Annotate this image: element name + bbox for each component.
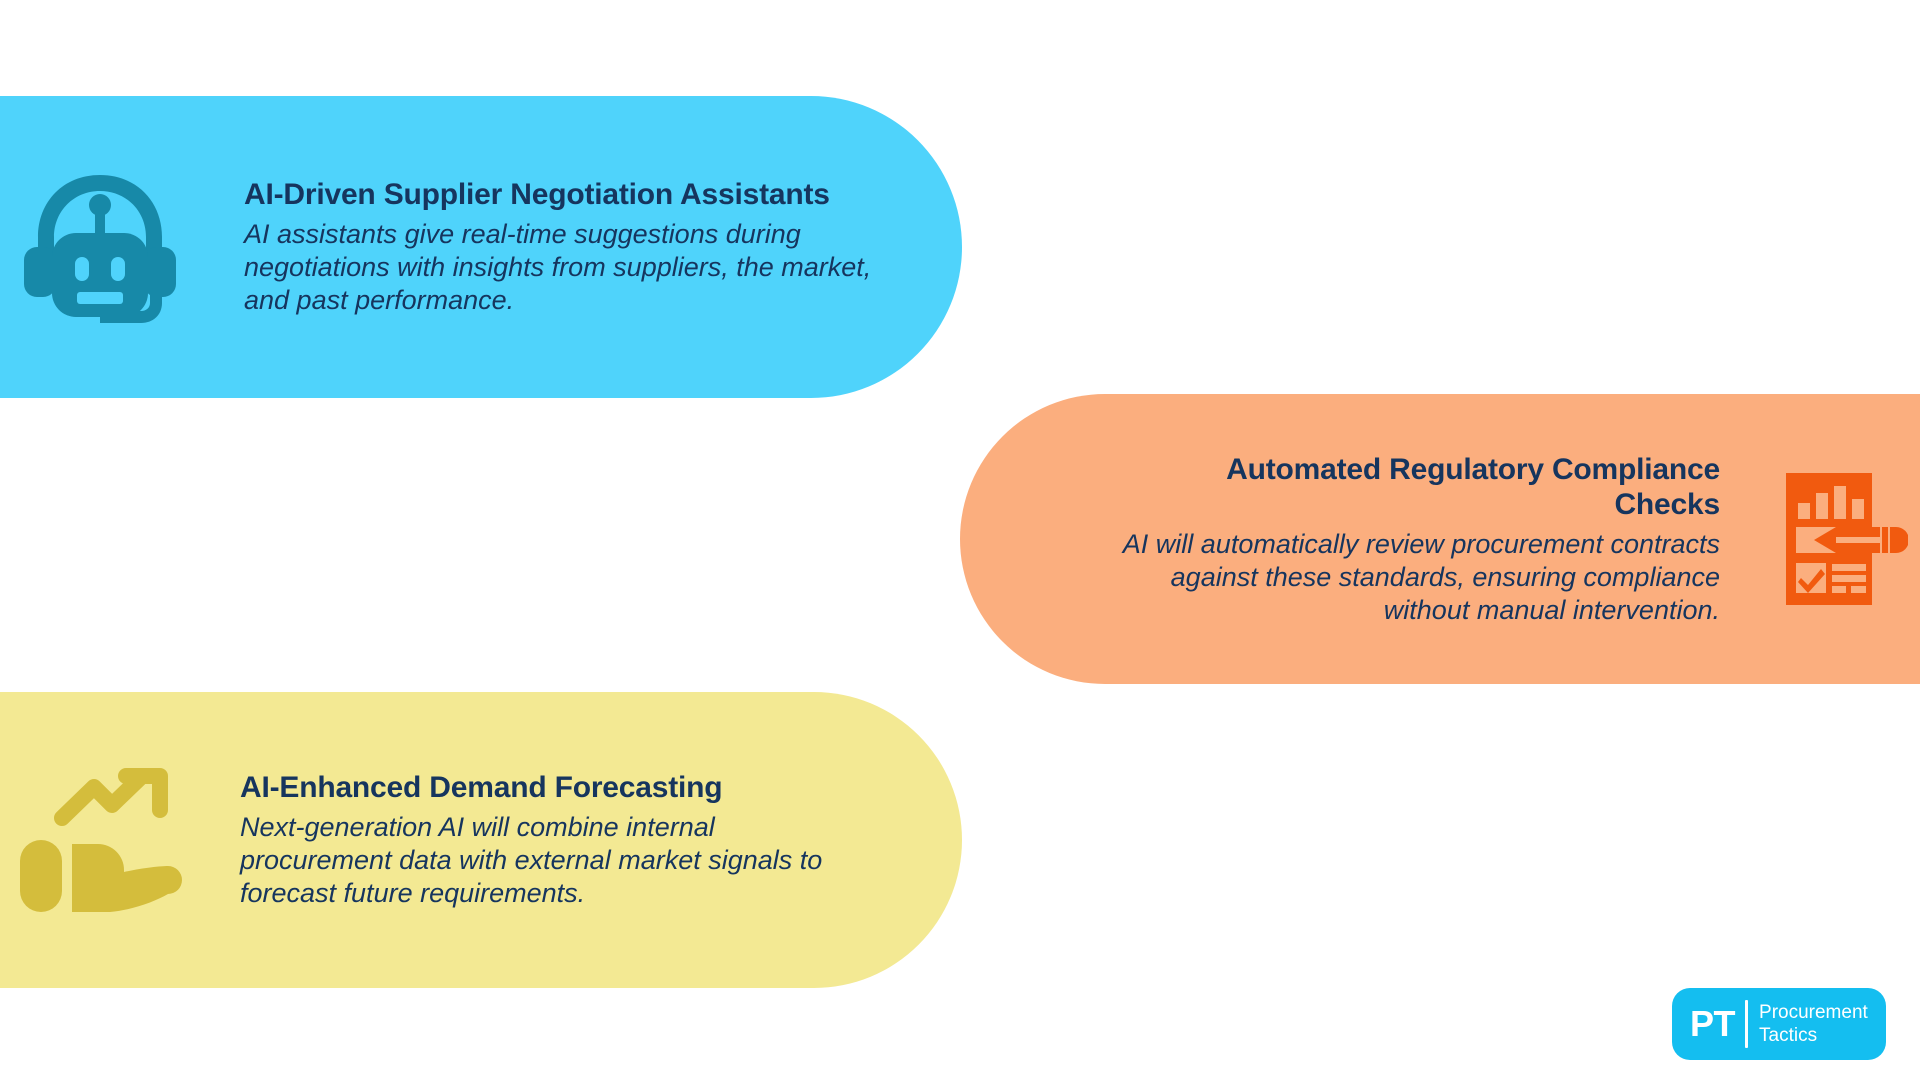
logo-word-line1: Procurement bbox=[1759, 1001, 1868, 1023]
logo-word-line2: Tactics bbox=[1759, 1025, 1818, 1046]
logo-monogram: PT bbox=[1690, 1003, 1736, 1044]
hand-growth-arrow-icon bbox=[14, 760, 182, 920]
card-ai-enhanced-demand-forecasting: AI-Enhanced Demand Forecasting Next-gene… bbox=[0, 692, 962, 988]
card-body: Next-generation AI will combine internal… bbox=[240, 812, 823, 909]
card-title: Automated Regulatory Compliance Checks bbox=[1226, 452, 1720, 521]
card-body: AI assistants give real-time suggestions… bbox=[244, 219, 872, 316]
card-text-block: AI-Enhanced Demand Forecasting Next-gene… bbox=[240, 770, 840, 910]
card-text-block: AI-Driven Supplier Negotiation Assistant… bbox=[244, 177, 874, 317]
card-text-block: Automated Regulatory Compliance Checks A… bbox=[1120, 452, 1720, 627]
logo-wordmark: Procurement Tactics bbox=[1759, 1001, 1868, 1047]
procurement-tactics-logo[interactable]: PT Procurement Tactics bbox=[1672, 988, 1886, 1060]
card-title: AI-Driven Supplier Negotiation Assistant… bbox=[244, 178, 830, 212]
robot-headset-icon bbox=[14, 161, 186, 333]
card-ai-driven-supplier-negotiation-assistants: AI-Driven Supplier Negotiation Assistant… bbox=[0, 96, 962, 398]
card-automated-regulatory-compliance-checks: Automated Regulatory Compliance Checks A… bbox=[960, 394, 1920, 684]
compliance-document-icon bbox=[1778, 469, 1908, 609]
card-title: AI-Enhanced Demand Forecasting bbox=[240, 771, 723, 805]
logo-divider bbox=[1745, 1000, 1749, 1048]
card-body: AI will automatically review procurement… bbox=[1122, 528, 1720, 625]
